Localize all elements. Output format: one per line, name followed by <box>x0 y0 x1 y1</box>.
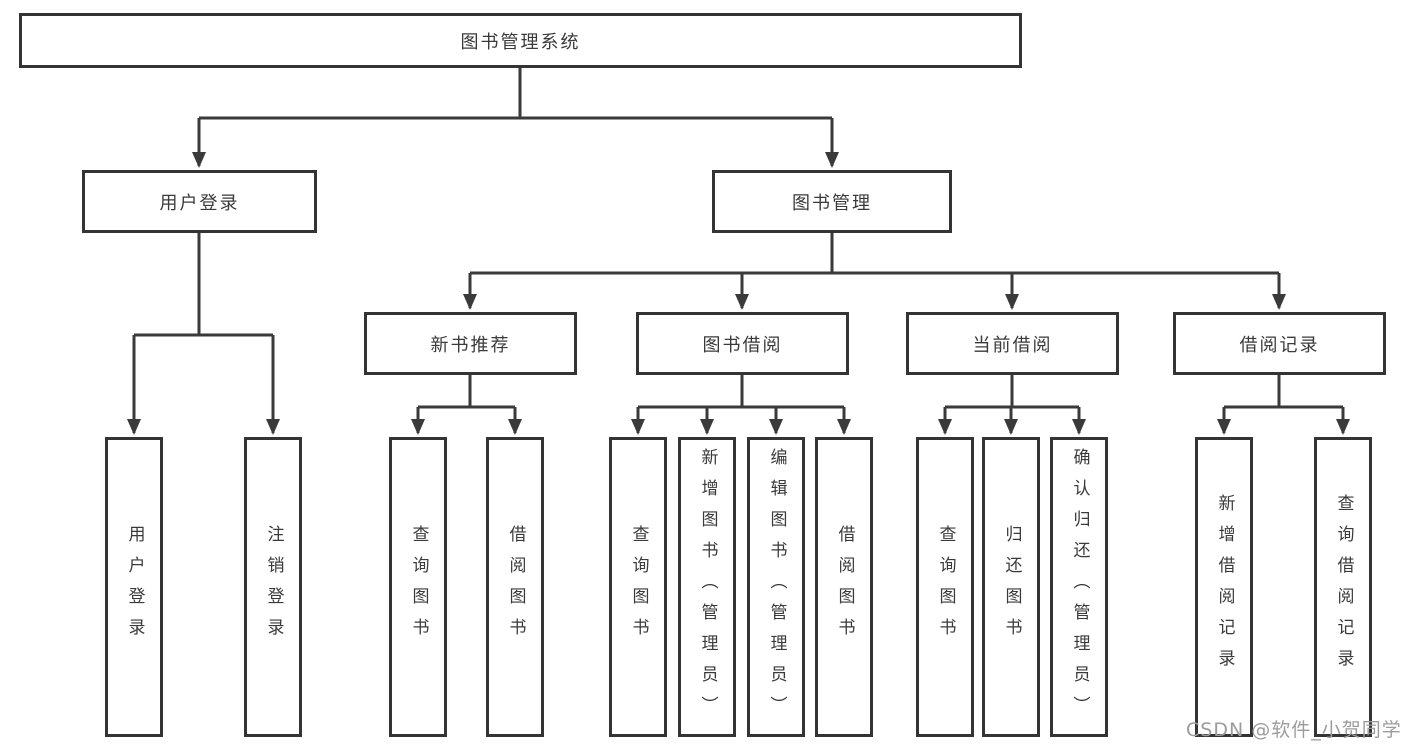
leaf-user-login: 用户登录 <box>105 437 163 737</box>
csdn-watermark: CSDN @软件_小贺同学 <box>1186 719 1402 741</box>
leaf-label: 新增借阅记录 <box>1214 494 1235 680</box>
leaf-label: 新增图书（管理员） <box>697 447 718 727</box>
leaf-query-books-borrowing: 查询图书 <box>609 437 667 737</box>
node-label: 图书管理 <box>792 192 872 214</box>
node-label: 用户登录 <box>159 192 240 214</box>
leaf-add-books-admin: 新增图书（管理员） <box>678 437 736 737</box>
node-book-management: 图书管理 <box>712 170 952 233</box>
leaf-confirm-return-admin: 确认归还（管理员） <box>1050 437 1108 737</box>
node-book-borrowing: 图书借阅 <box>636 312 849 375</box>
leaf-label: 借阅图书 <box>834 525 855 649</box>
leaf-label: 编辑图书（管理员） <box>766 447 787 727</box>
node-label: 图书借阅 <box>702 334 783 356</box>
node-label: 新书推荐 <box>430 334 511 356</box>
leaf-label: 确认归还（管理员） <box>1069 447 1090 727</box>
node-label: 当前借阅 <box>972 334 1053 356</box>
node-user-login: 用户登录 <box>82 170 317 233</box>
leaf-label: 查询图书 <box>408 525 429 649</box>
leaf-add-borrow-record: 新增借阅记录 <box>1195 437 1253 737</box>
leaf-label: 借阅图书 <box>505 525 526 649</box>
leaf-logout: 注销登录 <box>244 437 302 737</box>
leaf-label: 查询图书 <box>628 525 649 649</box>
leaf-borrow-books: 借阅图书 <box>815 437 873 737</box>
node-borrowing-records: 借阅记录 <box>1173 312 1386 375</box>
node-current-borrowing: 当前借阅 <box>906 312 1119 375</box>
node-label: 图书管理系统 <box>460 31 581 53</box>
node-library-management-system: 图书管理系统 <box>19 13 1022 68</box>
node-new-book-recommend: 新书推荐 <box>364 312 577 375</box>
leaf-borrow-books-recommend: 借阅图书 <box>486 437 544 737</box>
leaf-label: 查询图书 <box>935 525 956 649</box>
leaf-edit-books-admin: 编辑图书（管理员） <box>747 437 805 737</box>
leaf-query-borrow-record: 查询借阅记录 <box>1314 437 1372 737</box>
leaf-return-books: 归还图书 <box>982 437 1040 737</box>
leaf-label: 归还图书 <box>1001 525 1022 649</box>
node-label: 借阅记录 <box>1239 334 1320 356</box>
leaf-label: 注销登录 <box>263 525 284 649</box>
leaf-label: 用户登录 <box>124 525 145 649</box>
leaf-query-books-current: 查询图书 <box>916 437 974 737</box>
leaf-query-books-recommend: 查询图书 <box>389 437 447 737</box>
leaf-label: 查询借阅记录 <box>1333 494 1354 680</box>
